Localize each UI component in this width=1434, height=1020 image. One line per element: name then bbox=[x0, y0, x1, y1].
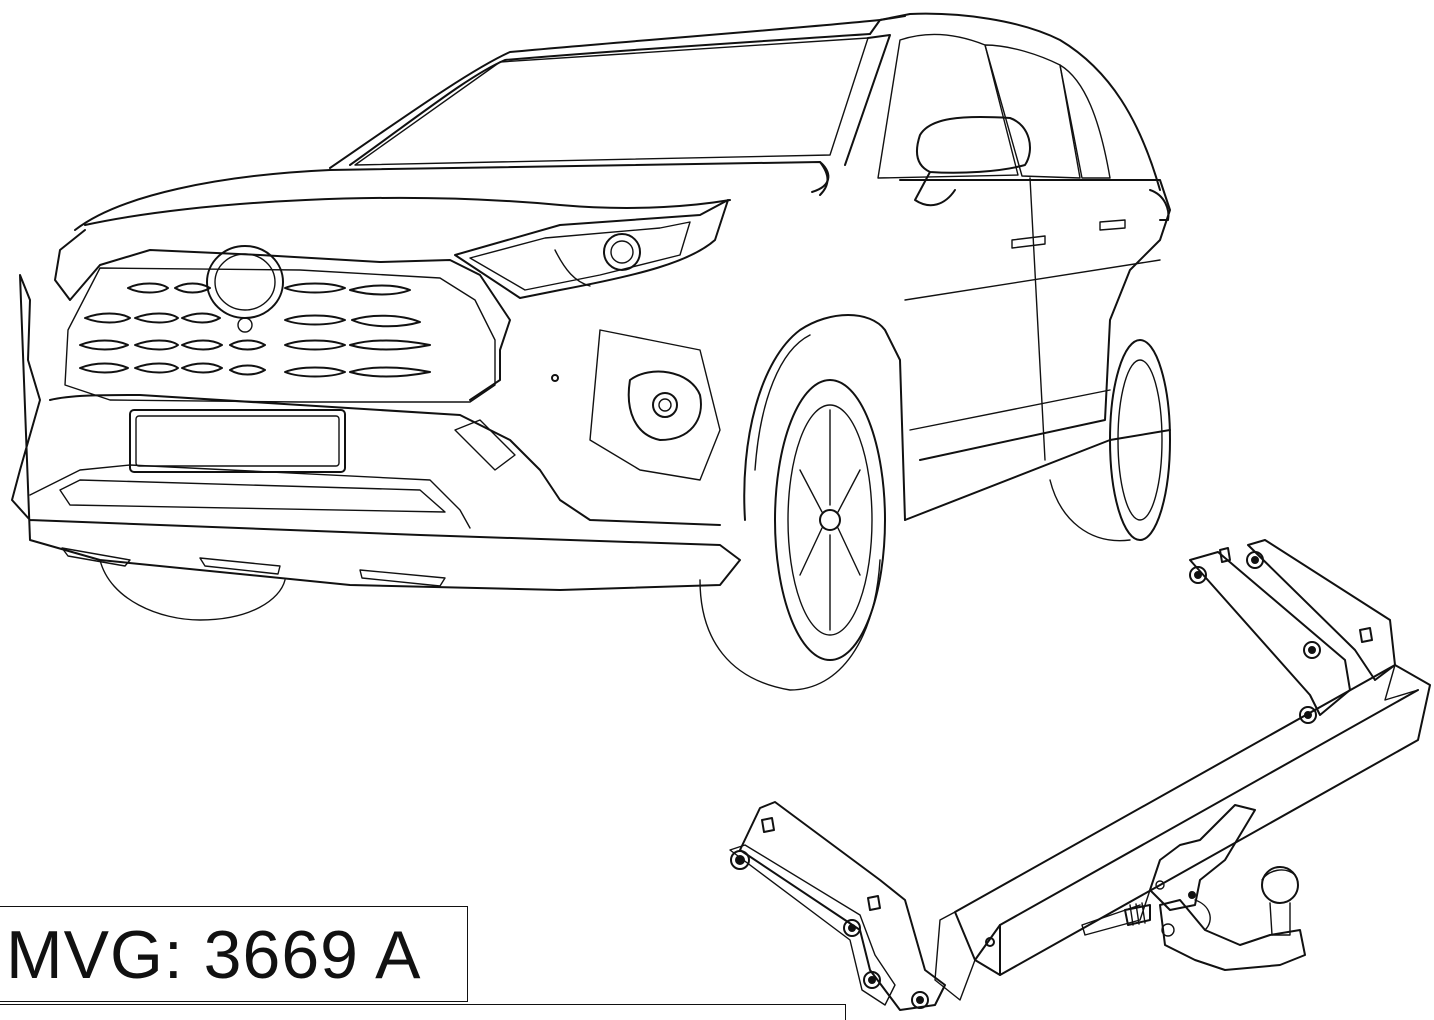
part-number-box: MVG: 3669 A bbox=[0, 906, 468, 1002]
part-number-label: MVG: 3669 A bbox=[6, 917, 422, 993]
towbar-icon bbox=[729, 539, 1431, 1011]
suv-icon bbox=[11, 12, 1171, 691]
label-frame-line bbox=[0, 1004, 846, 1020]
